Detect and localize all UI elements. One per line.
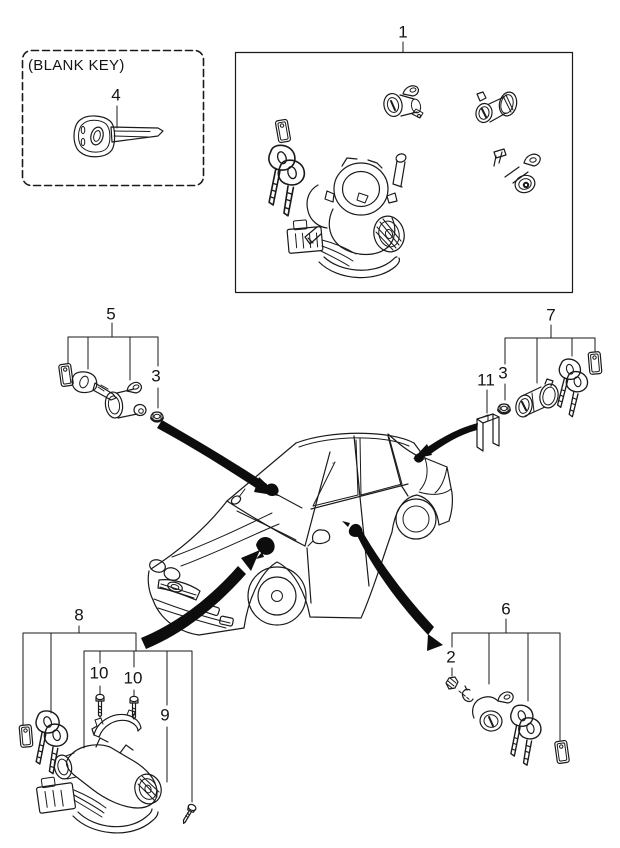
lock-cylinder-5 bbox=[104, 381, 147, 419]
lock-clip-2 bbox=[445, 676, 459, 690]
ignition-marker bbox=[256, 537, 275, 559]
key-pair bbox=[556, 357, 590, 419]
grille bbox=[157, 579, 201, 601]
door-lock-cylinder-a bbox=[383, 85, 424, 119]
callout-10-b: 10 bbox=[123, 668, 143, 688]
key-tag bbox=[18, 723, 34, 749]
trunk-lock-cylinder-boxed bbox=[493, 148, 541, 194]
wiring-connector bbox=[286, 219, 324, 254]
channel-bracket-11 bbox=[476, 413, 500, 452]
door-lock-cylinder-b bbox=[475, 91, 518, 124]
group-5 bbox=[57, 322, 164, 423]
group-7 bbox=[476, 324, 603, 452]
ignition-switch-assembly bbox=[36, 737, 162, 834]
single-key bbox=[71, 371, 117, 401]
antenna bbox=[230, 488, 246, 505]
key-tag bbox=[553, 739, 571, 765]
switch-connector bbox=[36, 776, 76, 814]
steering-clamp bbox=[91, 709, 142, 738]
bracket-7 bbox=[504, 324, 596, 401]
front-door-window bbox=[312, 439, 359, 507]
arrows bbox=[141, 420, 478, 651]
cowl-lock-marker bbox=[265, 483, 303, 509]
callout-7: 7 bbox=[546, 305, 556, 325]
side-mirror bbox=[307, 529, 331, 547]
callout-2: 2 bbox=[446, 647, 456, 667]
mounting-bolt-a bbox=[95, 693, 105, 718]
key-tag bbox=[57, 362, 75, 388]
blank-key-box bbox=[21, 49, 205, 187]
callout-11: 11 bbox=[477, 370, 495, 390]
callout-6: 6 bbox=[501, 599, 511, 619]
bracket-8 bbox=[22, 625, 193, 803]
ignition-lock-assembly bbox=[286, 153, 407, 279]
callout-3-right: 3 bbox=[498, 363, 508, 383]
arrow-trunk-to-7 bbox=[413, 423, 478, 459]
key-set-with-tag bbox=[268, 118, 306, 217]
callout-8: 8 bbox=[74, 605, 84, 625]
rear-wheel bbox=[395, 498, 437, 540]
arrow-5-to-cowl bbox=[157, 420, 279, 496]
car-body-outline bbox=[147, 466, 453, 636]
key-tag bbox=[587, 350, 603, 376]
bracket-6 bbox=[451, 618, 561, 741]
callout-5: 5 bbox=[106, 304, 116, 324]
headlight bbox=[149, 559, 166, 573]
full-set-box bbox=[234, 41, 574, 294]
group-6 bbox=[445, 618, 571, 766]
blank-key-caption: (BLANK KEY) bbox=[28, 57, 125, 74]
roofline bbox=[295, 432, 415, 444]
bracket-5 bbox=[67, 322, 159, 409]
blank-key bbox=[73, 115, 164, 158]
lock-nut-right bbox=[497, 403, 511, 415]
lock-nut-left bbox=[150, 411, 164, 423]
rear-door-window bbox=[359, 436, 403, 496]
fog-lamp bbox=[219, 615, 234, 627]
group-8 bbox=[18, 625, 197, 834]
lock-cylinder-7 bbox=[515, 378, 559, 418]
arrow-8-to-ignition bbox=[141, 550, 260, 649]
tapping-screw-9 bbox=[182, 803, 197, 824]
hood-creases bbox=[171, 512, 280, 567]
callout-1: 1 bbox=[398, 22, 408, 42]
a-pillar bbox=[226, 442, 297, 502]
callout-3-left: 3 bbox=[151, 366, 161, 386]
callout-4: 4 bbox=[111, 85, 121, 105]
key-pair bbox=[510, 704, 542, 766]
callout-9: 9 bbox=[160, 705, 170, 725]
callout-10-a: 10 bbox=[89, 663, 109, 683]
arrow-door-to-6 bbox=[355, 529, 443, 651]
lock-cylinder-6 bbox=[461, 685, 514, 732]
key-pair bbox=[35, 710, 69, 775]
front-wheel bbox=[247, 566, 307, 626]
